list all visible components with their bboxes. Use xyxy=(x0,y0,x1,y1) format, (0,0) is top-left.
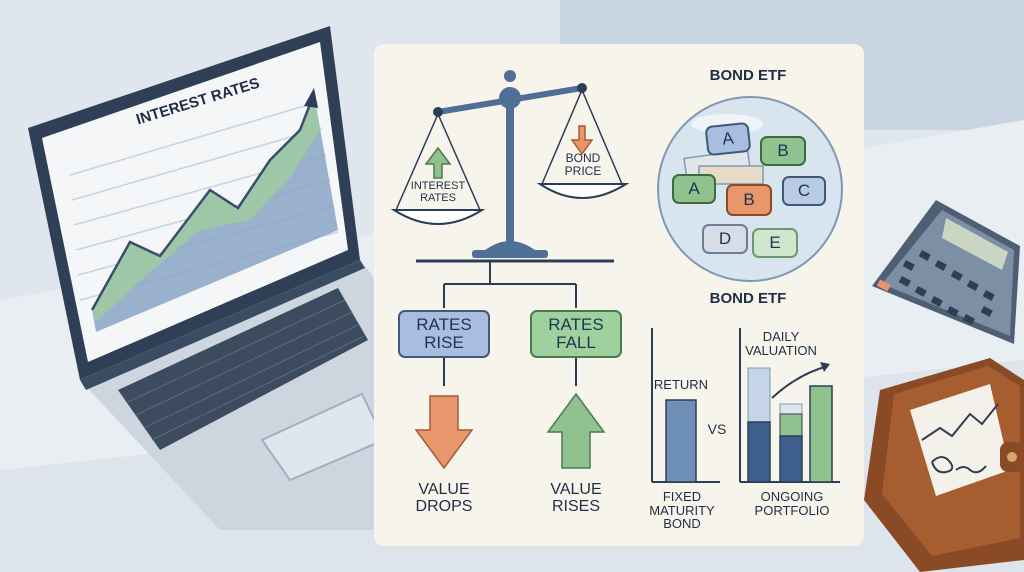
daily-valuation-label: DAILY VALUATION xyxy=(745,329,817,358)
left-scale-pan xyxy=(390,209,486,225)
etf-top-title: BOND ETF xyxy=(709,67,787,84)
laptop-keyboard xyxy=(118,288,368,450)
etf-holding-a1: A xyxy=(704,121,752,157)
scale-right-label: BOND PRICE xyxy=(564,151,602,178)
etf-holding-b1: B xyxy=(760,136,806,166)
flow-connectors xyxy=(414,262,577,470)
balance-scale xyxy=(390,70,630,263)
price-down-arrow-icon xyxy=(570,125,594,156)
rates-up-arrow-icon xyxy=(424,146,452,179)
etf-holding-d: D xyxy=(702,224,748,254)
value-rises-arrow xyxy=(546,392,606,469)
calculator xyxy=(872,200,1020,344)
calculator-display xyxy=(942,218,1008,270)
vs-label: VS xyxy=(707,421,727,437)
rates-rise-box: RATES RISE xyxy=(398,310,490,358)
right-scale-pan xyxy=(536,183,630,199)
portfolio-bar-3 xyxy=(809,385,833,483)
etf-holding-c: C xyxy=(782,176,826,206)
portfolio-bar-2-top xyxy=(779,413,803,437)
value-rises-label: VALUE RISES xyxy=(550,481,602,515)
value-drops-label: VALUE DROPS xyxy=(415,481,473,515)
etf-holding-b2: B xyxy=(726,184,772,216)
etf-bottom-title: BOND ETF xyxy=(709,290,787,307)
ongoing-portfolio-caption: ONGOING PORTFOLIO xyxy=(754,489,830,518)
etf-holding-e: E xyxy=(752,228,798,258)
portfolio-bar-1 xyxy=(747,421,771,483)
portfolio-bar-2 xyxy=(779,435,803,483)
comparison-bars xyxy=(651,328,840,483)
notebook-sketch-chart xyxy=(921,403,999,441)
notebook xyxy=(864,358,1024,572)
value-rises-arrow-icon xyxy=(546,392,606,469)
rates-trend-line xyxy=(90,93,316,311)
laptop xyxy=(28,26,400,530)
portfolio-bar-1-ghost xyxy=(747,367,771,423)
value-drops-arrow-icon xyxy=(414,395,474,470)
trend-arrow-head xyxy=(304,88,318,108)
return-label: RETURN xyxy=(653,377,709,392)
scale-left-label: INTEREST RATES xyxy=(410,180,466,204)
etf-holding-a2: A xyxy=(672,174,716,204)
fixed-maturity-caption: FIXED MATURITY BOND xyxy=(649,489,715,532)
fixed-bond-bar xyxy=(665,399,697,483)
rates-fall-box: RATES FALL xyxy=(530,310,622,358)
